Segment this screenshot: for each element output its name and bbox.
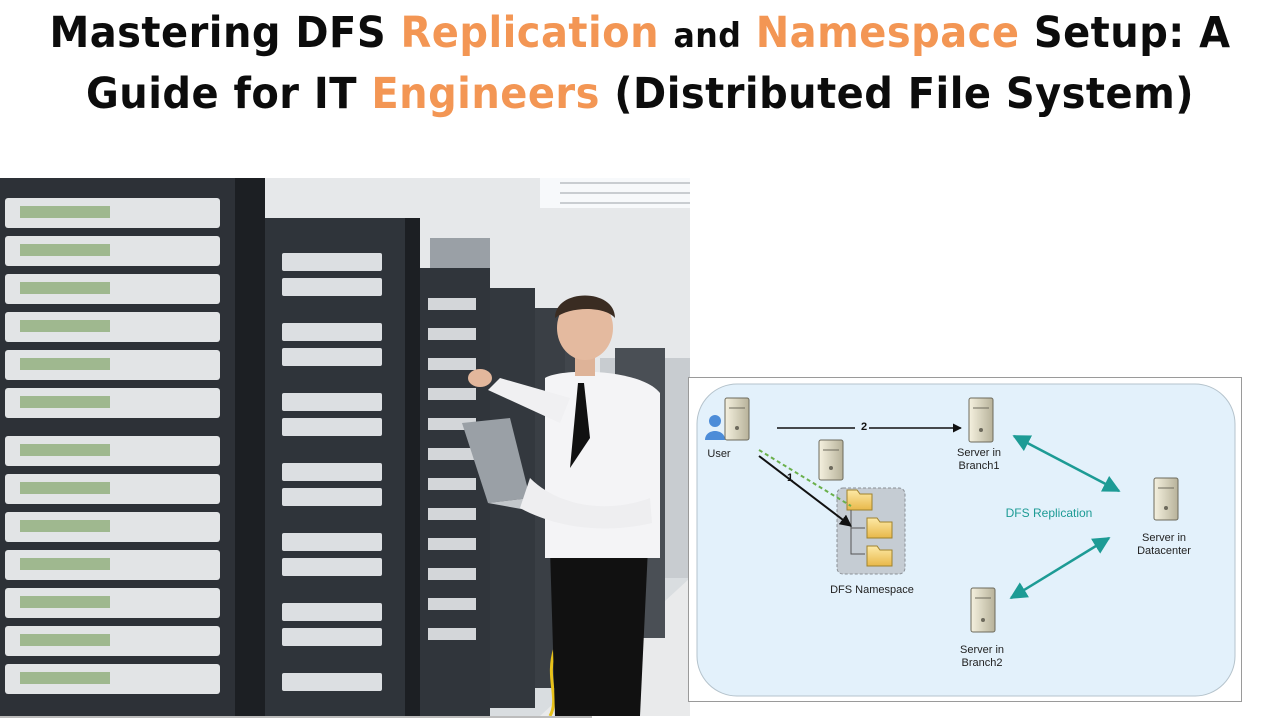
title-word: Guide for IT <box>86 69 357 119</box>
dfs-diagram: User 2 1 Server in Branch1 Server in Dat… <box>688 377 1242 702</box>
title-highlight: Engineers <box>371 69 600 119</box>
title-word: Setup: A <box>1033 8 1231 58</box>
branch2-label: Server in Branch2 <box>959 644 1005 669</box>
datacenter-server-icon <box>1153 477 1179 521</box>
page-title: Mastering DFS Replication and Namespace … <box>45 4 1235 123</box>
branch2-server-icon <box>970 587 996 633</box>
branch1-label: Server in Branch1 <box>956 447 1002 472</box>
namespace-folder-icons <box>846 489 893 567</box>
step-1-label: 1 <box>786 472 794 484</box>
replication-label: DFS Replication <box>1005 506 1093 520</box>
server-room-illustration <box>0 178 690 716</box>
user-label: User <box>707 448 731 460</box>
branch1-server-icon <box>968 397 994 443</box>
title-word: Mastering <box>49 8 281 58</box>
step-2-label: 2 <box>860 421 868 433</box>
title-word: (Distributed File System) <box>614 69 1194 119</box>
title-word: DFS <box>295 8 387 58</box>
datacenter-label: Server in Datacenter <box>1137 532 1191 557</box>
title-highlight: Namespace <box>755 8 1020 58</box>
server-room-photo <box>0 178 690 716</box>
title-highlight: Replication <box>400 8 660 58</box>
namespace-label: DFS Namespace <box>830 584 914 596</box>
dfs-diagram-graphic <box>696 383 1236 697</box>
user-server-icon <box>724 397 750 441</box>
title-word: and <box>673 16 742 56</box>
namespace-server-icon <box>818 439 844 481</box>
bottom-rule <box>0 716 592 718</box>
user-icon <box>705 415 725 440</box>
